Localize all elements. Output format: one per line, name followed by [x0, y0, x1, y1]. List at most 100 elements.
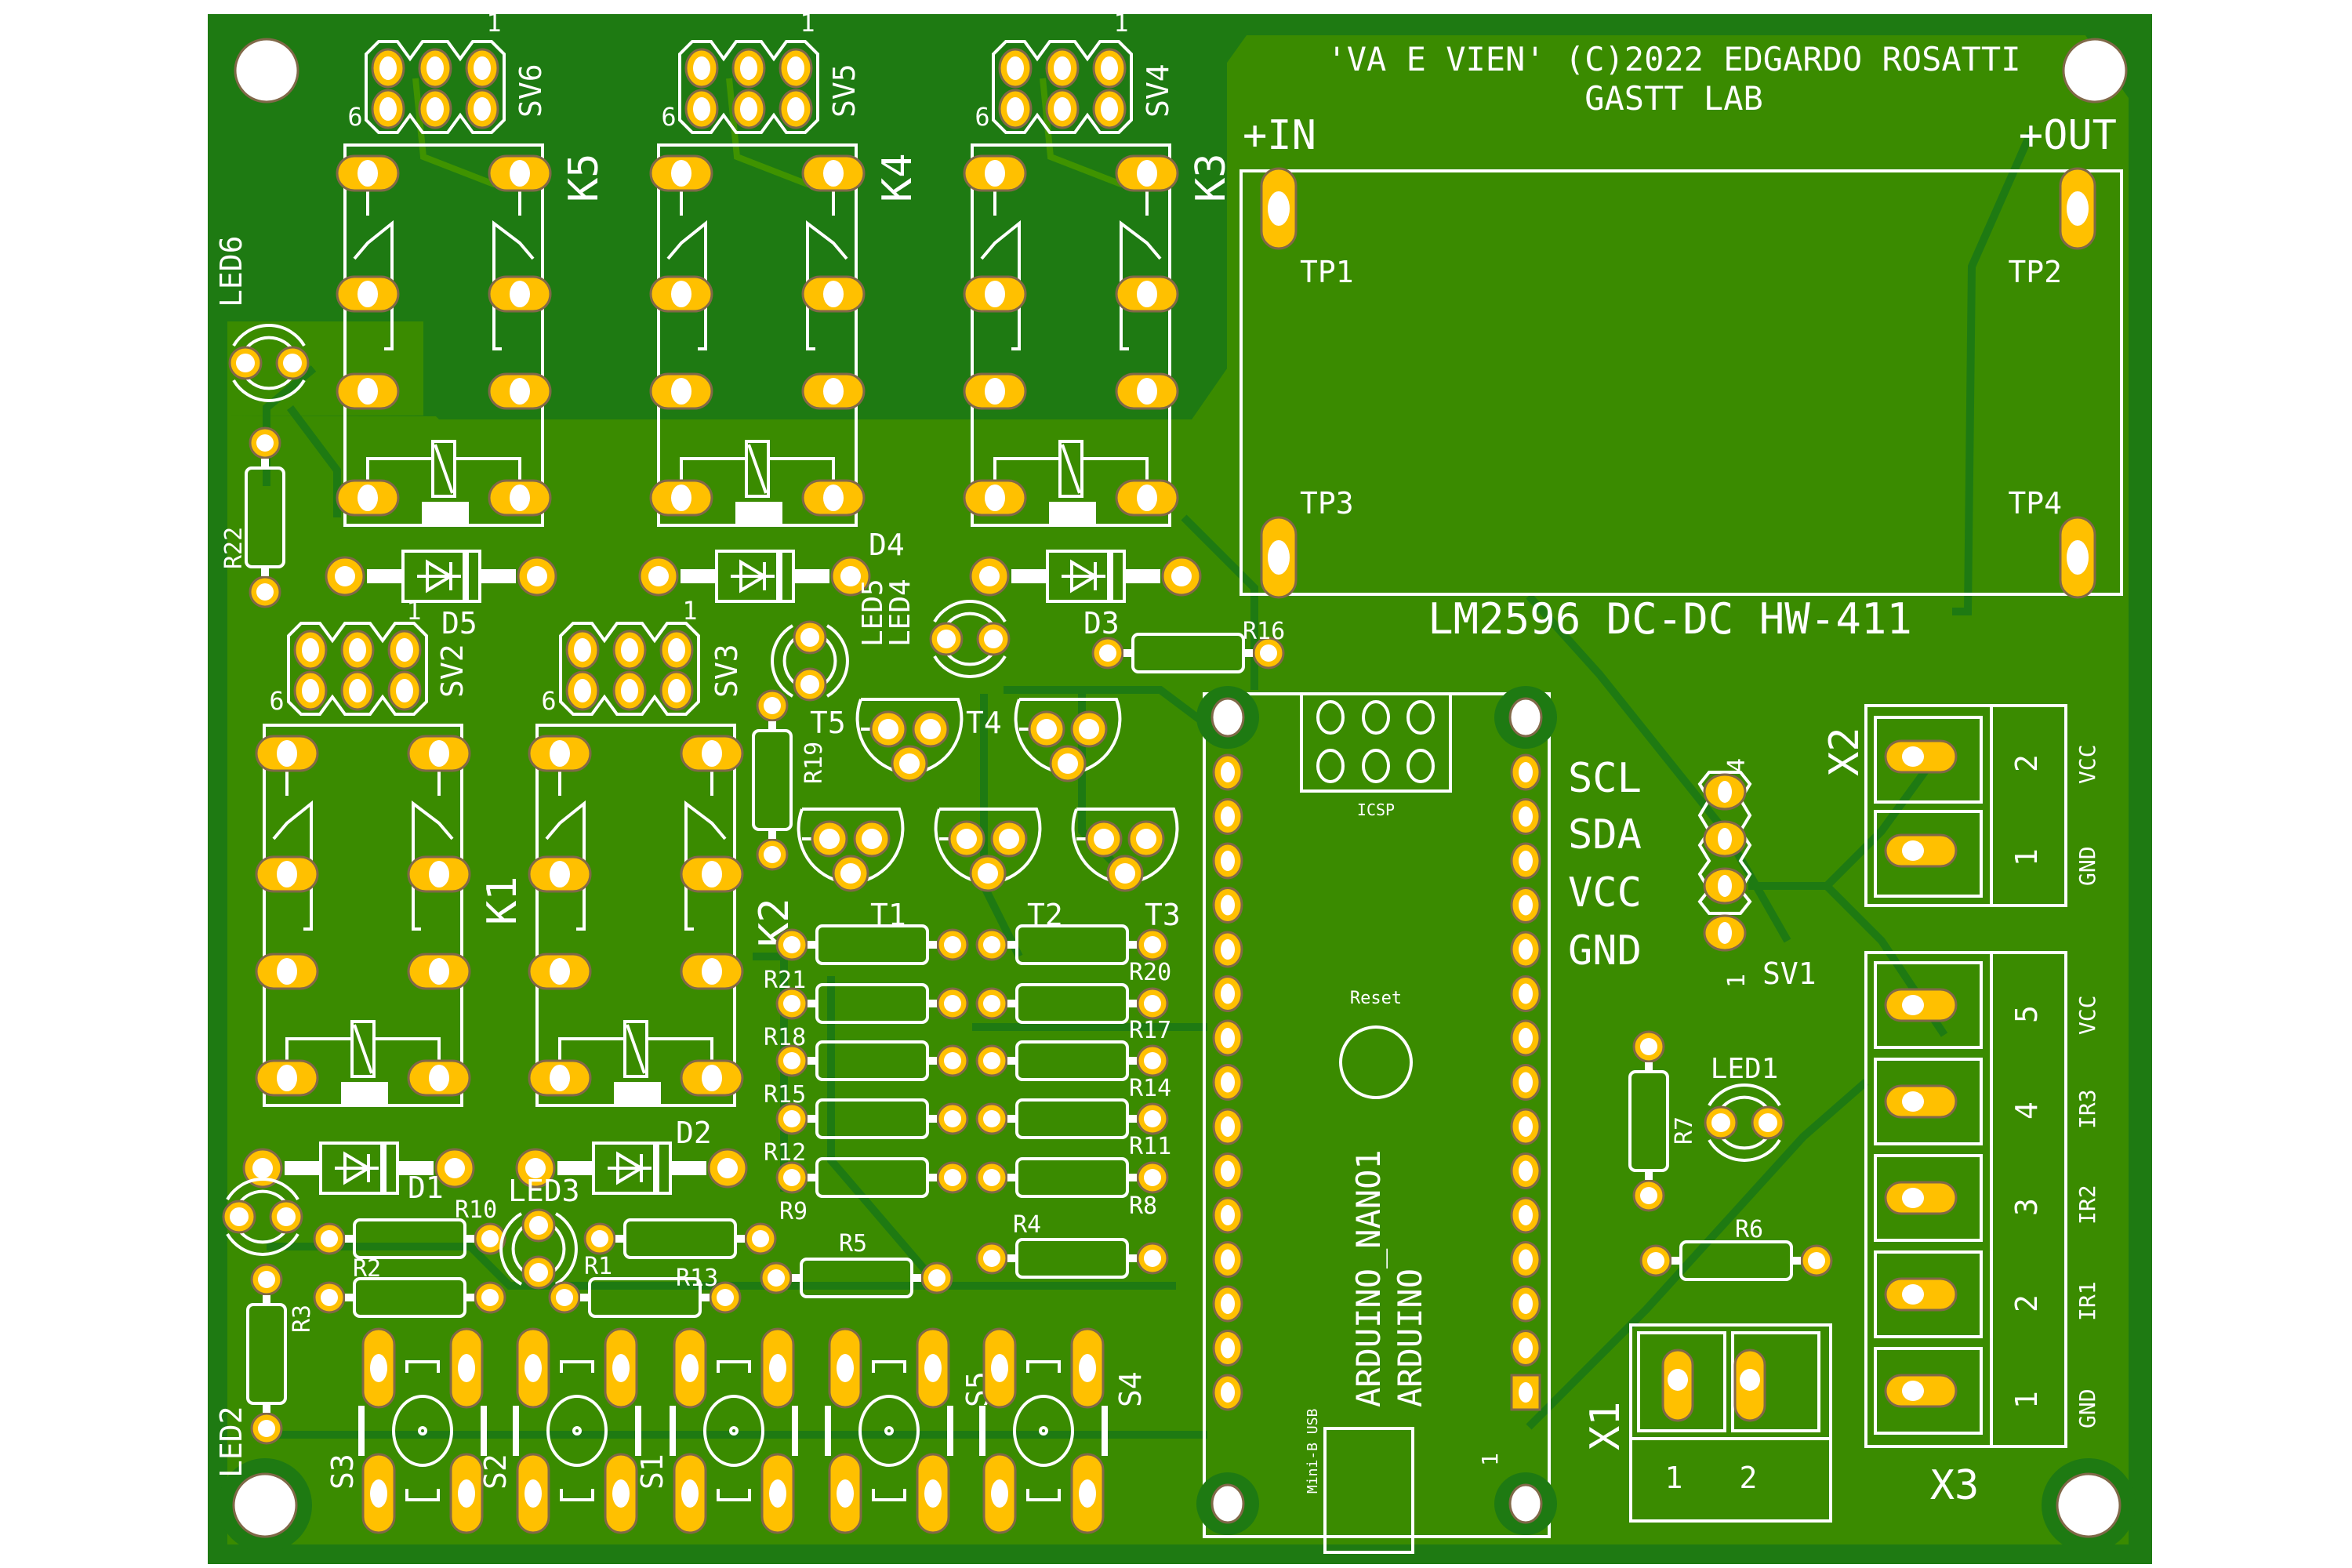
- x3-pin1-label: 1: [2009, 1391, 2044, 1409]
- reset-label: Reset: [1350, 989, 1402, 1008]
- board-subtitle: GASTT LAB: [1584, 79, 1763, 118]
- s2-label: S2: [478, 1454, 513, 1490]
- tp3-label: TP3: [1300, 486, 1354, 521]
- x3-pad-hole: [1902, 1284, 1924, 1305]
- arduino-pin-hole: [1519, 895, 1533, 916]
- header-sv1[interactable]: 4 1 SV1 SCL SDA VCC GND: [1568, 755, 1817, 991]
- arduino-pin-hole: [1519, 1205, 1533, 1225]
- dcdc-in-label: +IN: [1243, 112, 1316, 159]
- arduino-nano: ICSP Reset ARDUINO_NANO1 ARDUINO Mini-B …: [1196, 686, 1557, 1554]
- arduino-pin-hole: [1519, 1116, 1533, 1137]
- resistor-r4: R4: [975, 1211, 1169, 1279]
- icsp-label: ICSP: [1357, 800, 1395, 819]
- arduino-pin-hole: [1519, 762, 1533, 782]
- d3-label: D3: [1083, 606, 1120, 641]
- x3-pad-hole: [1902, 1091, 1924, 1112]
- resistor-r22: R22: [220, 426, 285, 608]
- s4-label: S4: [1113, 1371, 1148, 1407]
- diode-d2: D2: [515, 1116, 748, 1195]
- arduino-pin-hole: [1221, 1072, 1235, 1093]
- arduino-pin1-label: 1: [1477, 1453, 1503, 1466]
- sv3-label: SV3: [710, 644, 744, 698]
- arduino-pin-hole: [1519, 1338, 1533, 1359]
- switch-s1[interactable]: S1: [635, 1327, 798, 1534]
- resistor-r6: R6: [1639, 1216, 1833, 1281]
- dcdc-out-label: +OUT: [2019, 112, 2117, 159]
- resistor-r9: R9: [775, 1157, 969, 1225]
- r14-label: R14: [1129, 1075, 1171, 1102]
- t4-label: T4: [966, 706, 1002, 740]
- resistor-r10: R10: [313, 1196, 506, 1259]
- x3-pad-hole: [1902, 1188, 1924, 1208]
- arduino-mount-hole: [1508, 697, 1543, 738]
- usb-connector: [1323, 1427, 1414, 1554]
- arduino-pin-hole: [1221, 806, 1235, 827]
- r19-label: R19: [800, 742, 828, 784]
- transistor-t5: T5: [810, 698, 964, 782]
- r12-label: R12: [764, 1139, 806, 1167]
- terminal-x1[interactable]: 1 2 X1: [1582, 1323, 1832, 1523]
- header-sv6[interactable]: 1 6 SV6: [347, 8, 548, 134]
- led2-label: LED2: [214, 1406, 249, 1478]
- r4-label: R4: [1013, 1211, 1041, 1239]
- led-led5: LED5: [771, 579, 889, 702]
- x1-pin2-label: 2: [1740, 1461, 1758, 1495]
- sv1-vcc-label: VCC: [1568, 869, 1642, 916]
- sv6-pin6-label: 6: [347, 102, 362, 132]
- d1-label: D1: [408, 1171, 444, 1205]
- t5-label: T5: [810, 706, 846, 740]
- k1-label: K1: [479, 876, 526, 925]
- t3-label: T3: [1145, 898, 1181, 932]
- sv2-pin6-label: 6: [269, 686, 284, 716]
- relay-k5: K5: [336, 143, 608, 527]
- sv4-label: SV4: [1141, 64, 1175, 118]
- tp2-label: TP2: [2008, 255, 2062, 289]
- arduino-pin-hole: [1221, 1338, 1235, 1359]
- sv4-pin1-label: 1: [1113, 8, 1128, 38]
- x3-vcc-label: VCC: [2074, 995, 2100, 1035]
- tp1-label: TP1: [1300, 255, 1354, 289]
- x3-pad-hole: [1902, 995, 1924, 1015]
- sv2-label: SV2: [435, 644, 470, 698]
- x3-pin3-label: 3: [2009, 1198, 2044, 1216]
- x3-gnd-label: GND: [2074, 1388, 2100, 1428]
- led3-label: LED3: [508, 1174, 580, 1208]
- led-led1: LED1: [1704, 1053, 1785, 1162]
- led4-label: LED4: [884, 579, 916, 647]
- r8-label: R8: [1129, 1192, 1157, 1220]
- icsp-header: [1300, 692, 1452, 793]
- x3-slot: [1874, 1154, 1983, 1242]
- terminal-x2[interactable]: 2 1 VCC GND X2: [1821, 704, 2100, 907]
- x2-pin1-label: 1: [2009, 848, 2044, 866]
- mount-hole: [232, 1472, 298, 1538]
- header-sv2[interactable]: 1 6 SV2: [269, 596, 470, 716]
- x3-pin5-label: 5: [2009, 1005, 2044, 1023]
- resistor-r5: R5: [760, 1230, 953, 1298]
- x3-pin2-label: 2: [2009, 1294, 2044, 1312]
- r1-label: R1: [584, 1253, 612, 1280]
- header-sv5[interactable]: 1 6 SV5: [661, 8, 862, 134]
- sv5-pin6-label: 6: [661, 102, 676, 132]
- switch-s4[interactable]: S4: [979, 1327, 1148, 1534]
- terminal-x3[interactable]: 5 4 3 2 1 VCC IR3 IR2 IR1 GND X3: [1864, 951, 2100, 1509]
- sv1-gnd-label: GND: [1568, 927, 1642, 975]
- s1-label: S1: [635, 1454, 670, 1490]
- x3-pin4-label: 4: [2009, 1102, 2044, 1120]
- header-sv4[interactable]: 1 6 SV4: [975, 8, 1175, 134]
- relay-k3: K3: [963, 143, 1235, 527]
- arduino-pin-hole: [1221, 1249, 1235, 1270]
- reset-button[interactable]: [1339, 1025, 1413, 1099]
- header-sv3[interactable]: 1 6 SV3: [541, 596, 744, 716]
- arduino-pin-hole: [1519, 1160, 1533, 1181]
- arduino-pin-hole: [1221, 851, 1235, 871]
- switch-s2[interactable]: S2: [478, 1327, 641, 1534]
- arduino-pin-hole: [1221, 983, 1235, 1004]
- switch-s3[interactable]: S3: [325, 1327, 487, 1534]
- sv3-pin6-label: 6: [541, 686, 556, 716]
- resistor-r15: R15: [764, 1040, 969, 1109]
- resistor-r3: R3: [246, 1263, 316, 1445]
- arduino-mount-hole: [1508, 1483, 1543, 1524]
- x3-ir1-label: IR1: [2074, 1281, 2100, 1321]
- x1-pin1-label: 1: [1665, 1461, 1683, 1495]
- resistor-r1: R1: [548, 1253, 742, 1318]
